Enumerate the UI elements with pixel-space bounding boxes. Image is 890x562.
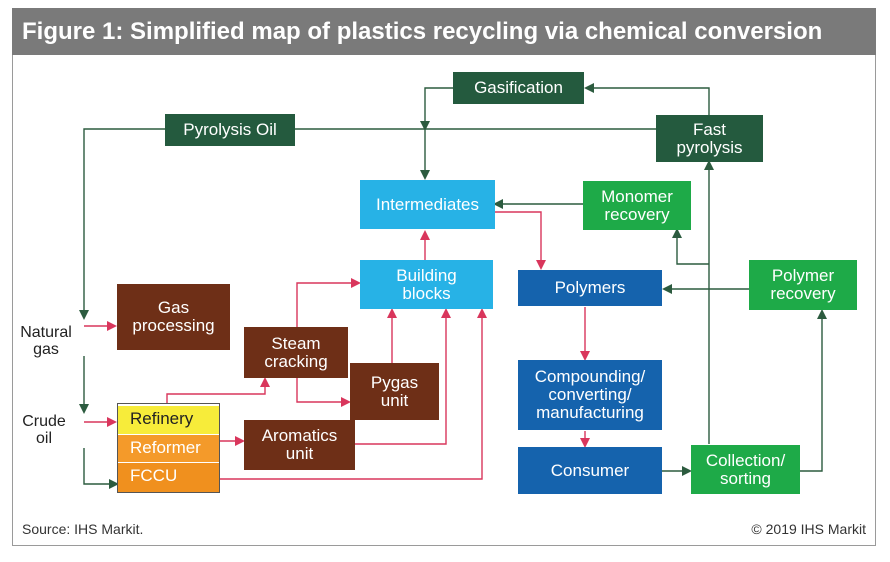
aromatics-unit-node: Aromatics unit [244, 420, 355, 470]
arrow-collection-to-polymerrecovery [800, 309, 827, 472]
arrow-steamcracking-to-buildingblocks [296, 278, 361, 327]
figure-title: Figure 1: Simplified map of plastics rec… [12, 8, 876, 55]
arrow-intermediates-to-polymers [495, 211, 546, 270]
fccu-cell: FCCU [118, 463, 219, 492]
copyright-note: © 2019 IHS Markit [751, 521, 866, 537]
reformer-cell: Reformer [118, 435, 219, 462]
arrow-steamcracking-to-pygas [296, 378, 351, 407]
building-blocks-node: Building blocks [360, 260, 493, 309]
arrow-pyrolysisoil-to-naturalgas [79, 128, 165, 320]
polymer-recovery-node: Polymer recovery [749, 260, 857, 310]
arrow-fccu-to-buildingblocks [219, 308, 487, 480]
intermediates-node: Intermediates [360, 180, 495, 229]
gasification-node: Gasification [453, 72, 584, 104]
arrow-aromatics-to-buildingblocks [355, 308, 451, 445]
refinery-group: Refinery Reformer FCCU [117, 403, 220, 493]
monomer-recovery-node: Monomer recovery [583, 181, 691, 230]
collection-sorting-node: Collection/ sorting [691, 445, 800, 494]
arrow-collection-to-monomer [672, 228, 709, 265]
steam-cracking-node: Steam cracking [244, 327, 348, 378]
arrow-gasification-to-intermediates [420, 87, 453, 131]
fast-pyrolysis-node: Fast pyrolysis [656, 115, 763, 162]
compounding-node: Compounding/ converting/ manufacturing [518, 360, 662, 430]
pyrolysis-oil-node: Pyrolysis Oil [165, 114, 295, 146]
consumer-node: Consumer [518, 447, 662, 494]
arrow-fastpyrolysis-to-gasification [584, 83, 710, 115]
gas-processing-node: Gas processing [117, 284, 230, 350]
natural-gas-label: Natural gas [14, 324, 78, 358]
pygas-unit-node: Pygas unit [350, 363, 439, 420]
source-note: Source: IHS Markit. [22, 521, 144, 537]
arrow-refinery-to-steamcracking [166, 377, 270, 403]
refinery-cell: Refinery [118, 406, 219, 434]
arrow-crudeoil-to-fccu [83, 448, 119, 489]
crude-oil-label: Crude oil [14, 413, 74, 447]
polymers-node: Polymers [518, 270, 662, 306]
